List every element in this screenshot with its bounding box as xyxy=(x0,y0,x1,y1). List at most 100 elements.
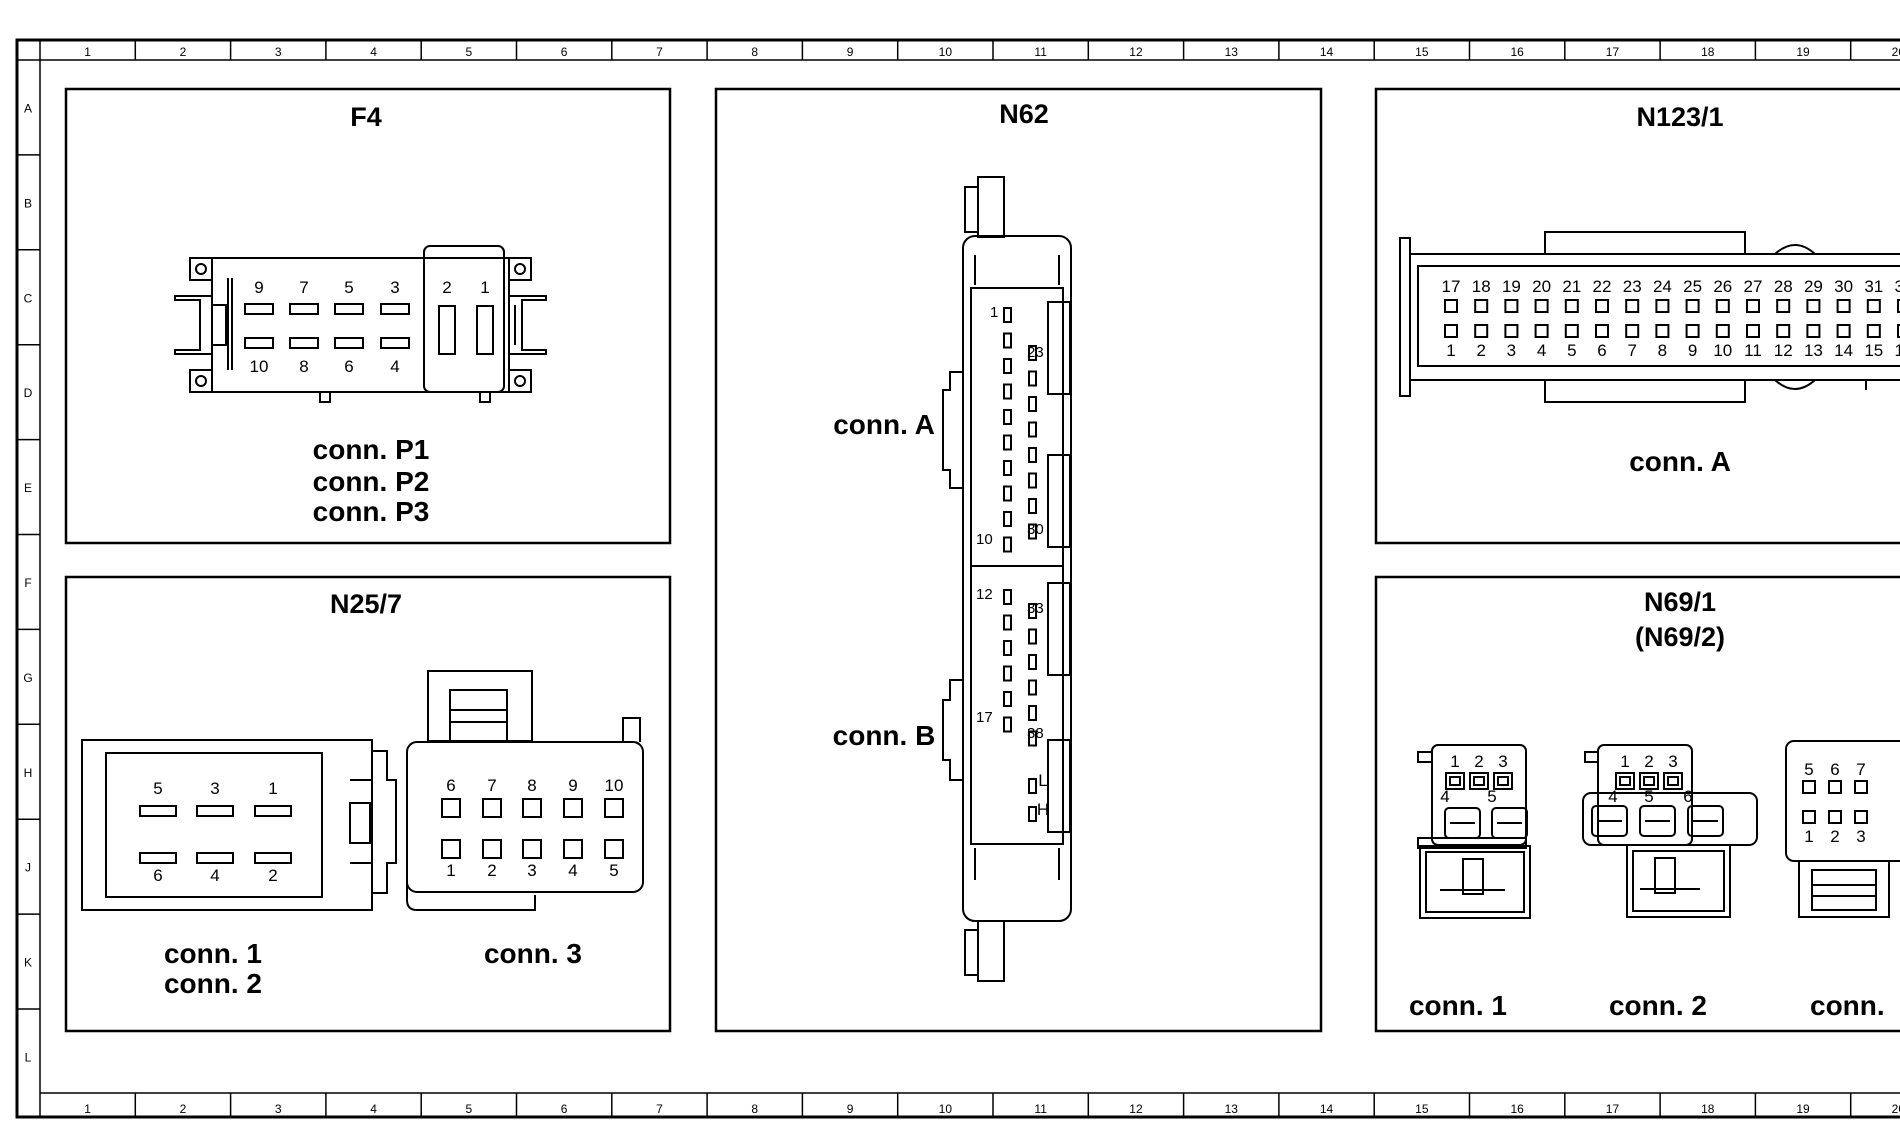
n25-c1-pin-label: 3 xyxy=(210,779,219,798)
grid-column-labels-top: 1234567891011121314151617181920 xyxy=(84,40,1900,60)
n25-c3-pin-label: 7 xyxy=(487,776,496,795)
grid-column-label: 20 xyxy=(1892,1102,1900,1116)
grid-column-label: 10 xyxy=(939,45,953,59)
n62-pin-17: 17 xyxy=(976,709,993,726)
n123-pin-slot xyxy=(1625,299,1640,313)
f4-pin-slot xyxy=(244,337,274,349)
n62-conn-a-right-slot xyxy=(1028,447,1037,463)
n123-pin-slot xyxy=(1655,324,1670,338)
grid-column-label: 6 xyxy=(561,1102,568,1116)
grid-column-label: 3 xyxy=(275,45,282,59)
n69-c1-pin-inner xyxy=(1497,776,1509,786)
f4-pin-label: 10 xyxy=(250,357,269,376)
n123-pin-label: 8 xyxy=(1658,341,1667,360)
n25-c3-pin-slot xyxy=(482,798,502,818)
n25-c1-pin-label: 2 xyxy=(268,866,277,885)
n62-pin-l: L xyxy=(1038,771,1047,790)
n123-pin-slot xyxy=(1836,324,1851,338)
grid-column-label: 7 xyxy=(656,45,663,59)
n123-pin-label: 2 xyxy=(1476,341,1485,360)
n123-pin-label: 9 xyxy=(1688,341,1697,360)
n69-c1-pin-label: 5 xyxy=(1487,787,1496,806)
f4-pin-slot xyxy=(380,337,410,349)
n69-c2-pin-label: 5 xyxy=(1644,787,1653,806)
n69-c2-pin-inner xyxy=(1643,776,1655,786)
n62-conn-a-left-slot xyxy=(1003,307,1012,323)
n69-conn-1-drawing xyxy=(1417,744,1531,919)
n123-pin-label: 24 xyxy=(1653,277,1672,296)
n69-c1-pin-label: 4 xyxy=(1440,787,1449,806)
grid-column-label: 10 xyxy=(939,1102,953,1116)
n69-c2-pin-label: 3 xyxy=(1668,752,1677,771)
grid-column-label: 19 xyxy=(1796,45,1810,59)
n62-pin-12: 12 xyxy=(976,586,993,603)
panel-n123-1: N123/1 171819202122232425262728293031321… xyxy=(1374,87,1900,545)
n69-c3-pin-slot xyxy=(1828,780,1842,794)
n123-pin-label: 15 xyxy=(1864,341,1883,360)
n62-connector-drawing xyxy=(942,176,1072,982)
n69-label-conn-1: conn. 1 xyxy=(1409,990,1507,1021)
grid-column-label: 16 xyxy=(1510,45,1524,59)
n69-c1-pin-inner xyxy=(1449,776,1461,786)
n25-c3-pin-label: 8 xyxy=(527,776,536,795)
n69-c2-pin-inner xyxy=(1619,776,1631,786)
n62-pin-10: 10 xyxy=(976,531,993,548)
n123-label-conn-a: conn. A xyxy=(1629,446,1731,477)
n62-pin-h: H xyxy=(1037,800,1049,819)
n25-c3-pin-slot xyxy=(604,798,624,818)
n69-c2-pin-slot xyxy=(1639,772,1659,790)
n69-c1-pin-slot xyxy=(1493,772,1513,790)
grid-row-label: E xyxy=(24,481,32,495)
f4-fuse-slot xyxy=(476,305,494,355)
n25-c3-pin-label: 2 xyxy=(487,861,496,880)
n123-pin-slot xyxy=(1625,324,1640,338)
n123-pin-label: 11 xyxy=(1744,341,1762,360)
f4-label-p2: conn. P2 xyxy=(313,466,430,497)
n123-pin-label: 7 xyxy=(1627,341,1636,360)
grid-row-label: K xyxy=(24,956,32,970)
n123-pin-slot xyxy=(1685,299,1700,313)
grid-column-label: 13 xyxy=(1225,1102,1239,1116)
n123-pin-label: 12 xyxy=(1774,341,1793,360)
n25-c3-pin-slot xyxy=(522,798,542,818)
n123-pin-label: 16 xyxy=(1895,341,1900,360)
grid-column-label: 15 xyxy=(1415,45,1429,59)
grid-column-label: 17 xyxy=(1606,1102,1620,1116)
n69-c2-pin-inner xyxy=(1667,776,1679,786)
n25-c1-pin-slot xyxy=(254,852,292,864)
n123-pin-label: 30 xyxy=(1834,277,1853,296)
f4-label-p3: conn. P3 xyxy=(313,496,430,527)
n123-pin-label: 5 xyxy=(1567,341,1576,360)
n25-c3-pin-slot xyxy=(563,798,583,818)
grid-row-label: F xyxy=(24,576,31,590)
grid-column-label: 1 xyxy=(84,45,91,59)
n123-pin-label: 23 xyxy=(1623,277,1642,296)
n62-conn-a-left-slot xyxy=(1003,511,1012,527)
n123-pin-label: 29 xyxy=(1804,277,1823,296)
n69-conn-2-drawing xyxy=(1582,744,1758,918)
n25-c1-pin-slot xyxy=(254,805,292,817)
n123-pin-slot xyxy=(1746,299,1760,313)
f4-pin-label: 9 xyxy=(254,278,263,297)
n123-pin-label: 26 xyxy=(1713,277,1732,296)
n25-c1-pin-slot xyxy=(139,805,177,817)
n69-c1-pin-label: 1 xyxy=(1450,752,1459,771)
n123-pin-slot xyxy=(1534,299,1549,313)
n62-conn-b-left-slot xyxy=(1003,691,1012,707)
n69-c1-pin-label: 2 xyxy=(1474,752,1483,771)
n25-c1-pin-label: 6 xyxy=(153,866,162,885)
f4-pin-label: 4 xyxy=(390,357,399,376)
grid-column-label: 14 xyxy=(1320,45,1334,59)
n123-pin-slot xyxy=(1595,299,1609,313)
grid-column-label: 11 xyxy=(1034,45,1047,59)
n69-c3-pin-label: 1 xyxy=(1804,827,1813,846)
n69-c3-pin-label: 6 xyxy=(1830,760,1839,779)
f4-fuse-slot xyxy=(438,305,456,355)
n123-pin-slot xyxy=(1776,324,1791,338)
n25-c3-pin-label: 9 xyxy=(568,776,577,795)
panel-n69-1-title: N69/1 xyxy=(1644,587,1716,617)
